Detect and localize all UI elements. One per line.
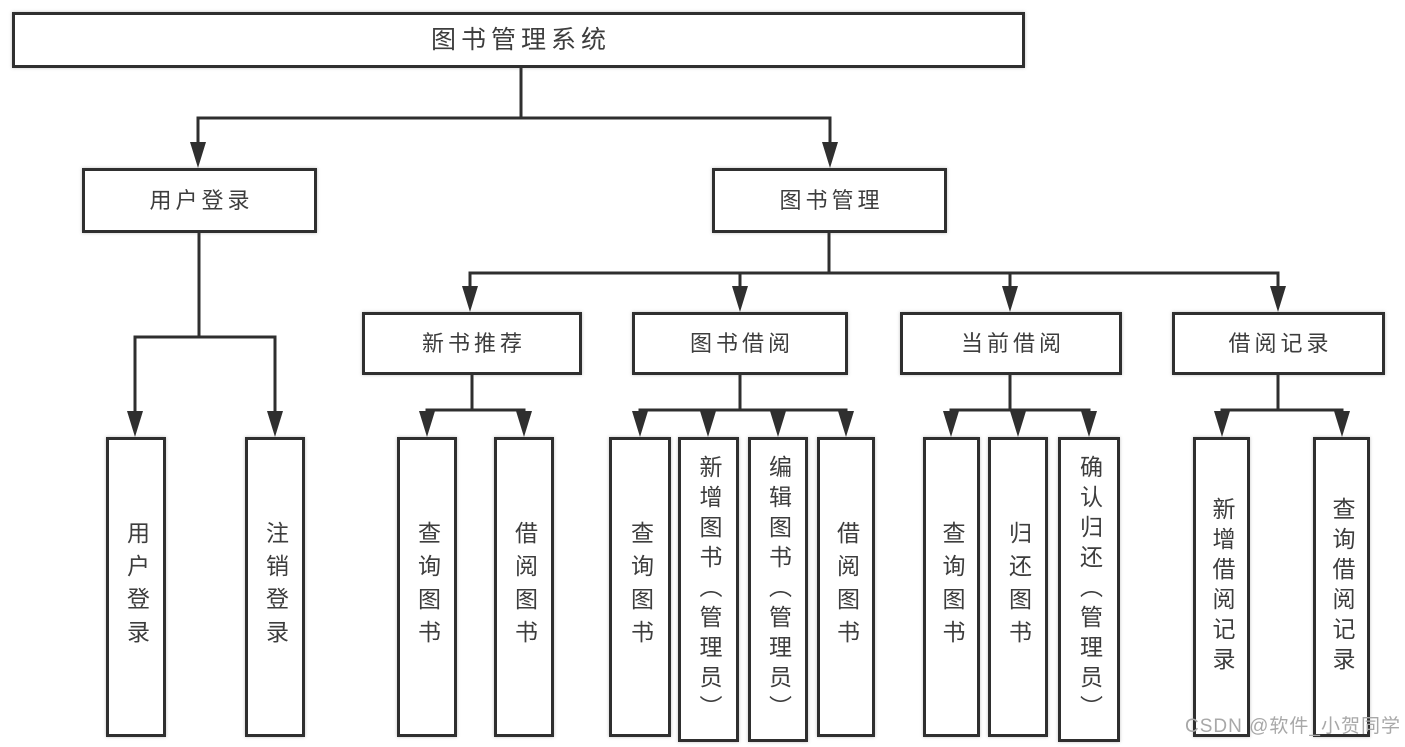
leaf-label: 借阅图书 <box>511 521 538 653</box>
leaf-label: 借阅图书 <box>833 521 860 653</box>
node-label: 借阅记录 <box>1228 330 1333 356</box>
leaf-label: 用户登录 <box>123 521 150 653</box>
leaf-query-borrow-record: 查询借阅记录 <box>1313 437 1370 737</box>
leaf-label: 查询借阅记录 <box>1329 497 1355 677</box>
connector-borrow-records-children <box>1220 373 1344 417</box>
arrowheads <box>127 142 1350 437</box>
node-label: 图书管理 <box>779 187 884 213</box>
connector-book-borrow-children <box>638 373 848 417</box>
connector-user-login-children <box>133 231 277 417</box>
leaf-query-books-newrec: 查询图书 <box>397 437 457 737</box>
node-user-login: 用户登录 <box>82 168 317 233</box>
connector-current-borrow-children <box>949 373 1091 417</box>
leaf-label: 编辑图书（管理员） <box>765 454 792 725</box>
leaf-edit-book-admin: 编辑图书（管理员） <box>748 437 808 742</box>
root-box-library-system: 图书管理系统 <box>12 12 1025 68</box>
leaf-label: 查询图书 <box>414 521 441 653</box>
node-current-borrow: 当前借阅 <box>900 312 1122 375</box>
leaf-add-book-admin: 新增图书（管理员） <box>678 437 739 742</box>
node-label: 新书推荐 <box>421 330 526 356</box>
leaf-user-login: 用户登录 <box>106 437 166 737</box>
node-new-book-recommend: 新书推荐 <box>362 312 582 375</box>
leaf-logout-login: 注销登录 <box>245 437 305 737</box>
leaf-label: 归还图书 <box>1005 521 1032 653</box>
leaf-return-book: 归还图书 <box>988 437 1048 737</box>
csdn-watermark: CSDN @软件_小贺同学 <box>1185 716 1401 737</box>
root-label: 图书管理系统 <box>430 25 611 54</box>
node-borrow-records: 借阅记录 <box>1172 312 1385 375</box>
leaf-label: 新增图书（管理员） <box>696 454 722 725</box>
node-book-borrow: 图书借阅 <box>632 312 848 375</box>
connector-book-mgmt-to-level3 <box>468 231 1280 292</box>
leaf-label: 查询图书 <box>627 521 654 653</box>
leaf-confirm-return-admin: 确认归还（管理员） <box>1058 437 1120 742</box>
connector-root-to-level2 <box>196 65 832 148</box>
leaf-label: 新增借阅记录 <box>1209 497 1235 677</box>
node-book-management: 图书管理 <box>712 168 947 233</box>
leaf-label: 注销登录 <box>262 521 289 653</box>
node-label: 用户登录 <box>149 187 254 213</box>
node-label: 当前借阅 <box>960 330 1065 356</box>
leaf-label: 查询图书 <box>939 521 965 653</box>
leaf-borrow-books-newrec: 借阅图书 <box>494 437 554 737</box>
leaf-borrow-books-borrow: 借阅图书 <box>817 437 875 737</box>
connector-new-book-children <box>425 373 526 417</box>
node-label: 图书借阅 <box>689 330 794 356</box>
leaf-query-books-current: 查询图书 <box>923 437 980 737</box>
leaf-label: 确认归还（管理员） <box>1076 454 1103 725</box>
leaf-add-borrow-record: 新增借阅记录 <box>1193 437 1250 737</box>
leaf-query-books-borrow: 查询图书 <box>609 437 671 737</box>
